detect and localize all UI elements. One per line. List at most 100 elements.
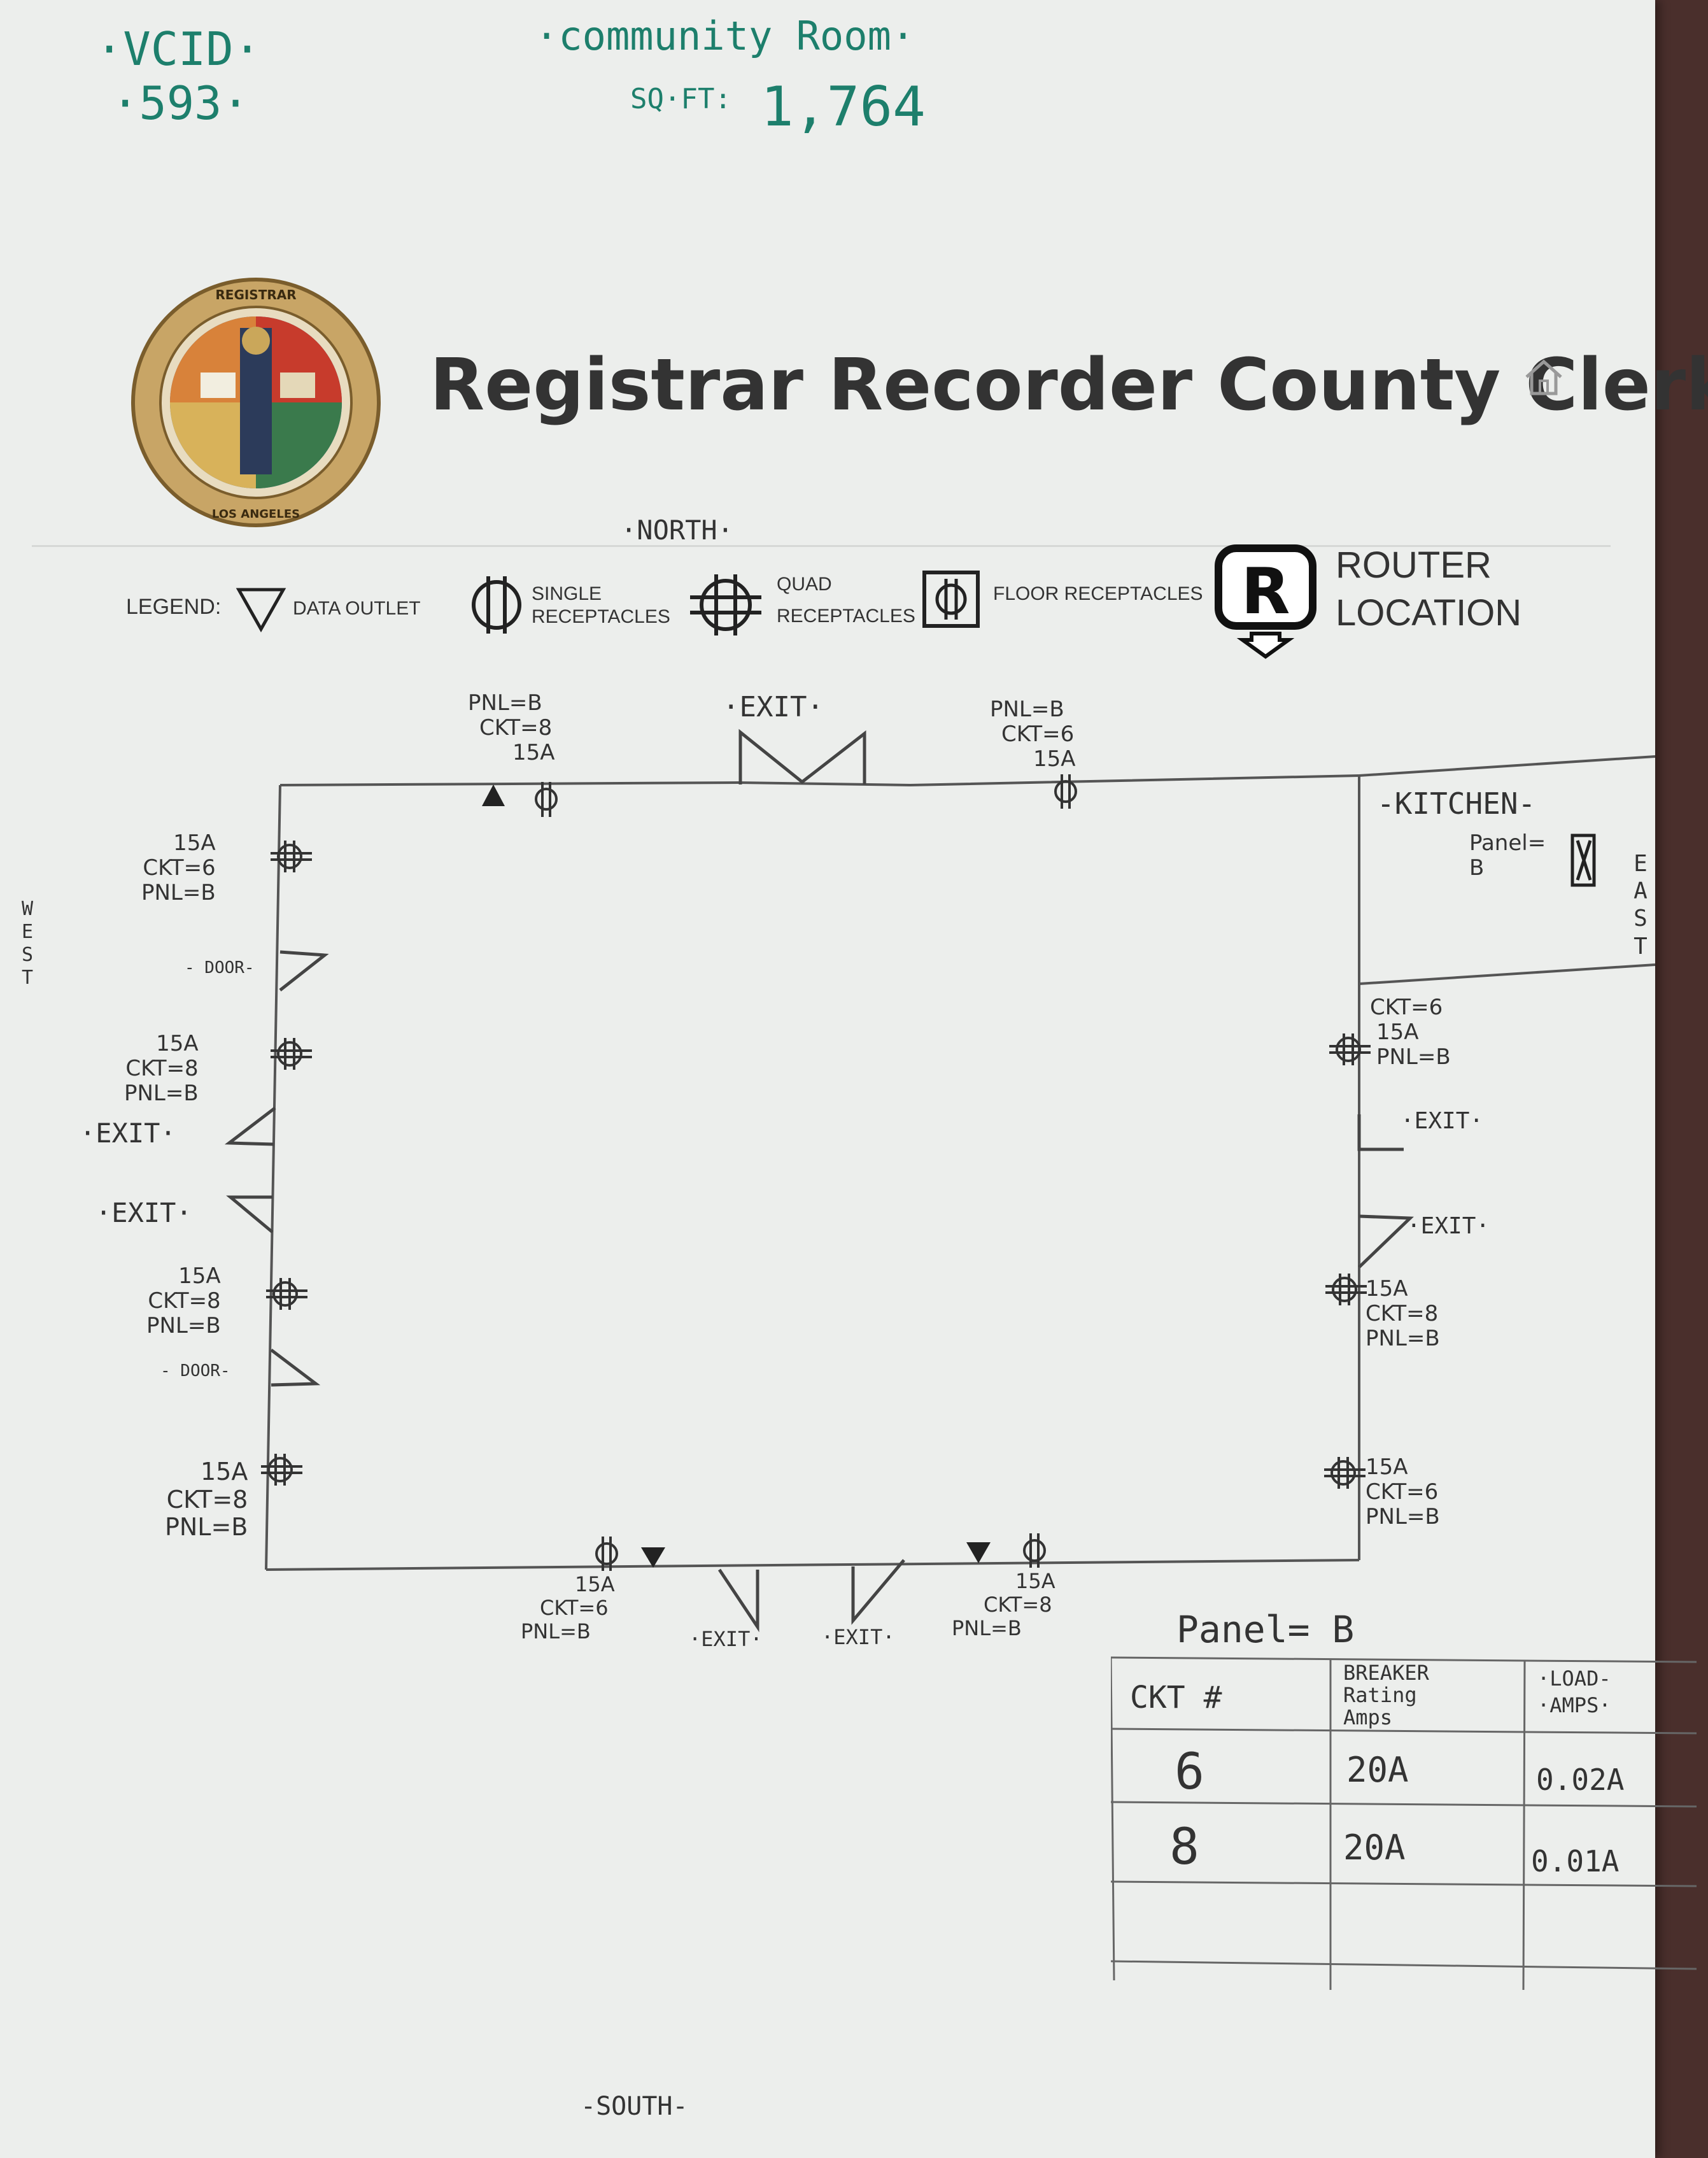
east-exit-2-label: ·EXIT· bbox=[1407, 1213, 1490, 1239]
quad-receptacle-west-2 bbox=[271, 1038, 312, 1070]
e2-line3: PNL=B bbox=[1366, 1326, 1440, 1352]
annotation-east-3: 15A CKT=6 PNL=B bbox=[1366, 1454, 1440, 1530]
router-icon: R bbox=[1215, 544, 1316, 659]
kitchen-panel-label: Panel= B bbox=[1469, 830, 1546, 881]
north-label: ·NORTH· bbox=[621, 515, 734, 546]
s2-line1: 15A bbox=[1015, 1569, 1055, 1593]
annotation-west-3: 15A CKT=8 PNL=B bbox=[146, 1263, 221, 1338]
header-breaker: BREAKER Rating Amps bbox=[1343, 1661, 1429, 1730]
exit-north-symbol bbox=[738, 728, 866, 784]
quad-receptacle-east-1 bbox=[1329, 1033, 1371, 1065]
kitchen-panel-line1: Panel= bbox=[1469, 830, 1546, 856]
e3-line3: PNL=B bbox=[1366, 1504, 1440, 1530]
kitchen-wall-bottom bbox=[1359, 963, 1655, 985]
n2-line1: PNL=B bbox=[990, 697, 1064, 722]
east-exit-2 bbox=[1358, 1214, 1414, 1268]
single-receptacle-north-1 bbox=[535, 782, 558, 817]
kitchen-label: -KITCHEN- bbox=[1377, 786, 1536, 821]
annotation-west-1: 15A CKT=6 PNL=B bbox=[141, 830, 216, 906]
legend-single-line2: RECEPTACLES bbox=[532, 606, 670, 627]
west-door-1 bbox=[279, 950, 329, 991]
annotation-east-2: 15A CKT=8 PNL=B bbox=[1366, 1276, 1440, 1352]
legend-quad-line2: RECEPTACLES bbox=[777, 606, 915, 627]
n1-line1: PNL=B bbox=[468, 690, 542, 716]
south-exit-2 bbox=[851, 1559, 905, 1625]
county-seal: REGISTRAR LOS ANGELES bbox=[131, 278, 381, 527]
s1-line3: PNL=B bbox=[521, 1619, 591, 1643]
east-label: EAST bbox=[1630, 850, 1651, 960]
west-exit-1-label: ·EXIT· bbox=[80, 1118, 176, 1149]
vcid-label: ·VCID· bbox=[95, 22, 262, 76]
data-outlet-south-1 bbox=[641, 1547, 665, 1568]
row2-breaker: 20A bbox=[1343, 1828, 1406, 1868]
e3-line2: CKT=6 bbox=[1366, 1479, 1439, 1505]
east-exit-1-label: ·EXIT· bbox=[1401, 1108, 1484, 1134]
sqft-label: SQ·FT: bbox=[630, 83, 731, 115]
row1-ckt: 6 bbox=[1175, 1743, 1204, 1801]
router-line1: ROUTER bbox=[1336, 544, 1492, 586]
router-line2: LOCATION bbox=[1336, 592, 1522, 634]
west-exit-2 bbox=[226, 1195, 274, 1233]
row1-breaker: 20A bbox=[1346, 1750, 1409, 1790]
w4-line3: PNL=B bbox=[164, 1513, 248, 1542]
sqft-value: 1,764 bbox=[761, 75, 926, 139]
wall-west bbox=[265, 784, 281, 1570]
data-outlet-north bbox=[482, 784, 505, 806]
single-receptacle-south-1 bbox=[595, 1537, 618, 1571]
west-label: WEST bbox=[18, 898, 37, 990]
n1-line2: CKT=8 bbox=[479, 715, 553, 741]
quad-receptacle-east-2 bbox=[1325, 1274, 1367, 1305]
vcid-value: ·593· bbox=[111, 76, 250, 130]
annotation-east-1: CKT=6 15A PNL=B bbox=[1370, 995, 1451, 1070]
exit-north-label: ·EXIT· bbox=[723, 691, 824, 723]
panel-table: CKT # BREAKER Rating Amps ·LOAD- ·AMPS· … bbox=[1111, 1654, 1697, 1990]
panel-table-grid bbox=[1111, 1656, 1697, 1990]
legend-single-line1: SINGLE bbox=[532, 583, 602, 604]
floor-receptacle-icon bbox=[922, 571, 980, 628]
s1-line1: 15A bbox=[575, 1572, 615, 1596]
header-ckt: CKT # bbox=[1130, 1680, 1222, 1715]
wall-south bbox=[265, 1559, 1360, 1571]
quad-receptacle-icon bbox=[690, 574, 761, 635]
legend-floor-receptacles: FLOOR RECEPTACLES bbox=[993, 583, 1203, 604]
legend-router-location: ROUTER LOCATION bbox=[1336, 541, 1521, 637]
e1-line3: PNL=B bbox=[1376, 1044, 1451, 1070]
w2-line3: PNL=B bbox=[124, 1081, 199, 1107]
w1-line1: 15A bbox=[173, 830, 216, 856]
legend-quad-receptacles: QUAD RECEPTACLES bbox=[777, 573, 915, 628]
legend-label: LEGEND: bbox=[126, 595, 222, 619]
row2-ckt: 8 bbox=[1169, 1819, 1199, 1876]
w4-line2: CKT=8 bbox=[166, 1485, 248, 1514]
w1-line2: CKT=6 bbox=[143, 855, 216, 881]
wall-north bbox=[279, 774, 1360, 787]
w1-line3: PNL=B bbox=[141, 880, 216, 906]
annotation-west-4: 15A CKT=8 PNL=B bbox=[105, 1458, 248, 1542]
south-exit-2-label: ·EXIT· bbox=[821, 1625, 895, 1649]
legend-data-outlet: DATA OUTLET bbox=[293, 598, 421, 619]
w2-line1: 15A bbox=[156, 1031, 199, 1056]
n2-line2: CKT=6 bbox=[1001, 721, 1075, 748]
legend-quad-line1: QUAD bbox=[777, 574, 832, 595]
kitchen-wall-top bbox=[1359, 755, 1655, 777]
west-door-1-label: - DOOR- bbox=[185, 958, 255, 977]
row1-load: 0.02A bbox=[1536, 1763, 1625, 1797]
e1-line1: CKT=6 bbox=[1370, 995, 1443, 1020]
home-icon bbox=[1525, 359, 1562, 395]
s2-line2: CKT=8 bbox=[984, 1592, 1052, 1617]
w3-line1: 15A bbox=[178, 1263, 221, 1289]
n2-line3: 15A bbox=[1033, 746, 1076, 772]
e2-line2: CKT=8 bbox=[1366, 1301, 1439, 1327]
quad-receptacle-west-1 bbox=[271, 841, 312, 872]
w4-line1: 15A bbox=[201, 1458, 248, 1486]
row2-load: 0.01A bbox=[1531, 1844, 1620, 1878]
w3-line2: CKT=8 bbox=[148, 1288, 221, 1314]
south-exit-1-label: ·EXIT· bbox=[689, 1627, 763, 1651]
panel-table-title: Panel= B bbox=[1176, 1608, 1355, 1651]
single-receptacle-icon bbox=[472, 576, 521, 634]
east-text: EAST bbox=[1634, 851, 1648, 960]
legend-single-receptacles: SINGLE RECEPTACLES bbox=[532, 583, 670, 628]
s2-line3: PNL=B bbox=[952, 1615, 1022, 1640]
west-door-2 bbox=[270, 1349, 321, 1387]
kitchen-panel-line2: B bbox=[1469, 855, 1485, 881]
